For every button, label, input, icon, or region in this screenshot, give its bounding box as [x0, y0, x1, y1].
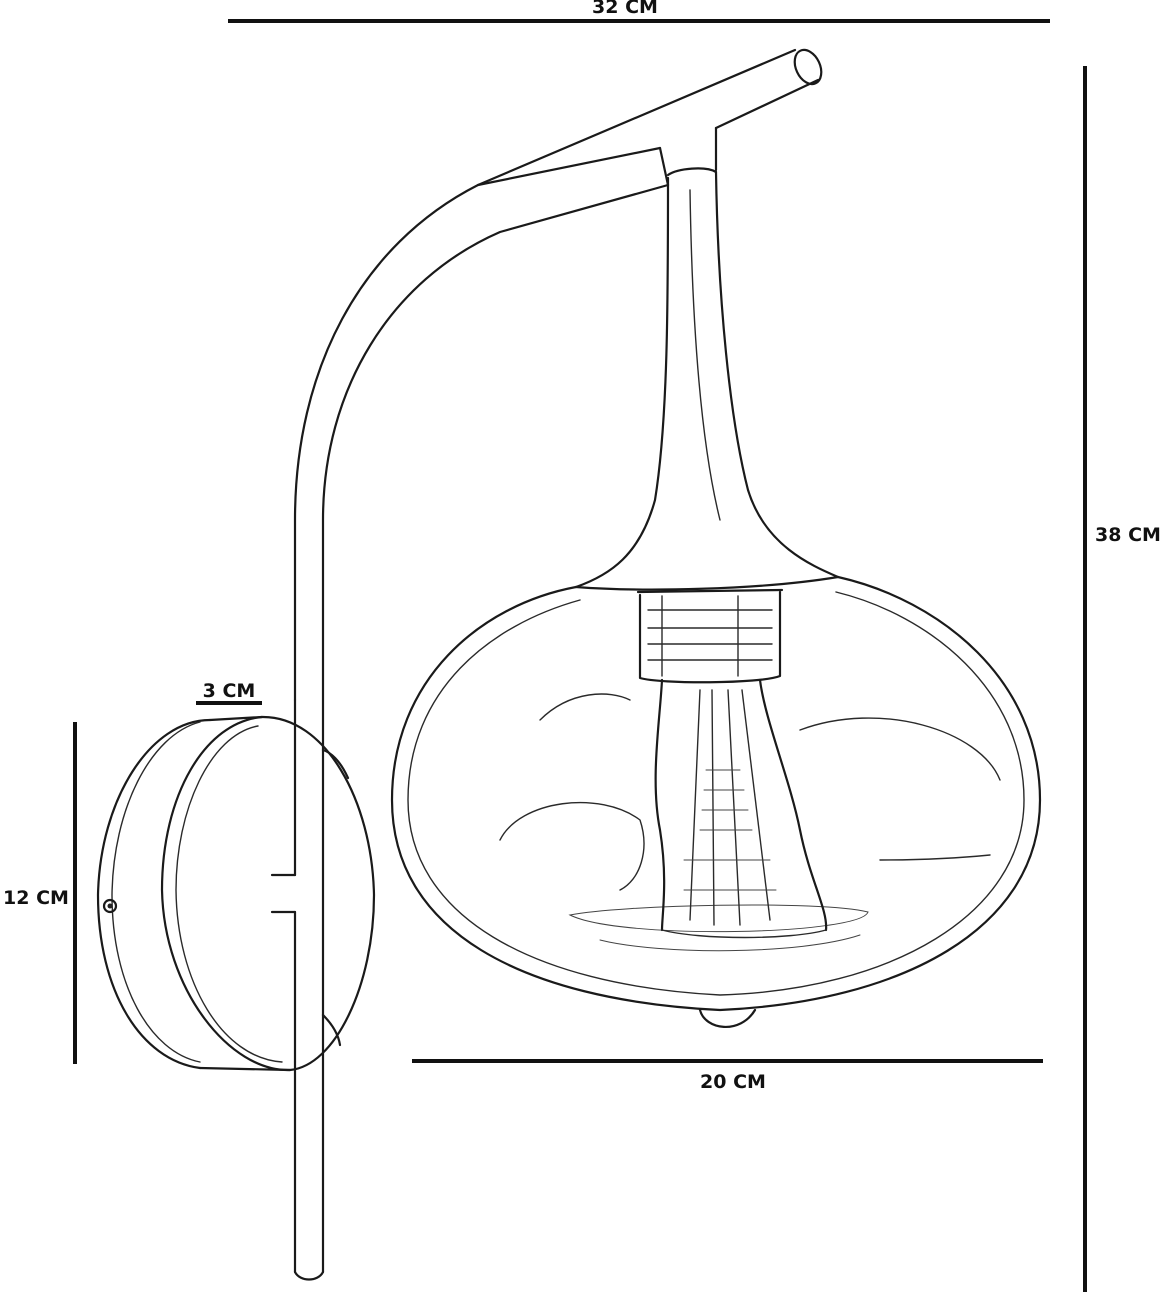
bulb-socket [636, 588, 784, 684]
glass-shade [390, 575, 1042, 1028]
dimension-base-diameter: 12 CM [3, 722, 77, 1064]
top-width-label: 32 CM [592, 0, 658, 18]
stem-base [574, 575, 840, 591]
canopy-back-edge-inner [111, 721, 201, 1063]
arm-lower-joint [321, 1013, 342, 1047]
shade-outer [390, 575, 1042, 1012]
shade-drip [698, 1008, 757, 1028]
stem-left [574, 176, 670, 589]
filament-3 [727, 689, 741, 926]
arm-top-upper [476, 48, 797, 187]
socket-outline [638, 590, 782, 684]
reflection-left-2 [539, 693, 631, 721]
dimension-shade-width: 20 CM [412, 1059, 1043, 1093]
reflection-right [799, 717, 1001, 781]
base-diameter-label: 12 CM [3, 887, 69, 909]
filament-4 [741, 689, 771, 921]
shade-inner [407, 591, 1025, 996]
height-label: 38 CM [1095, 524, 1161, 546]
stem-highlight [689, 189, 721, 521]
canopy-front-rim [175, 725, 283, 1063]
canopy-front-face [160, 715, 376, 1072]
arm-mid-joint [321, 748, 350, 780]
arm-curve-outer [293, 146, 662, 702]
canopy-back-edge [96, 718, 212, 1070]
bulb-right [758, 678, 828, 932]
lamp-stem [574, 167, 840, 591]
filament-1 [689, 689, 701, 921]
filament-2 [711, 689, 715, 926]
arm-top-lower [714, 78, 820, 130]
arm-tip [793, 48, 823, 86]
shade-inner-bowl [568, 904, 869, 933]
shade-width-label: 20 CM [700, 1071, 766, 1093]
base-depth-label: 3 CM [203, 680, 256, 702]
stem-junction-left [658, 146, 670, 187]
lamp-arm [270, 48, 823, 1281]
dimension-top: 32 CM [228, 0, 1050, 23]
dimension-height: 38 CM [1083, 66, 1161, 1292]
stem-collar [666, 167, 718, 177]
arm-curve-inner [321, 183, 670, 752]
socket-top [636, 588, 784, 594]
stem-right [714, 170, 840, 579]
reflection-right-2 [879, 854, 991, 861]
filament-bulb [654, 678, 828, 939]
dimension-base-depth: 3 CM [196, 680, 262, 705]
wall-canopy [96, 715, 376, 1072]
bulb-left [654, 678, 666, 932]
reflection-left [499, 801, 645, 891]
screw-icon [102, 898, 118, 914]
bulb-base [661, 929, 827, 939]
arm-bottom-cap [293, 1270, 325, 1281]
